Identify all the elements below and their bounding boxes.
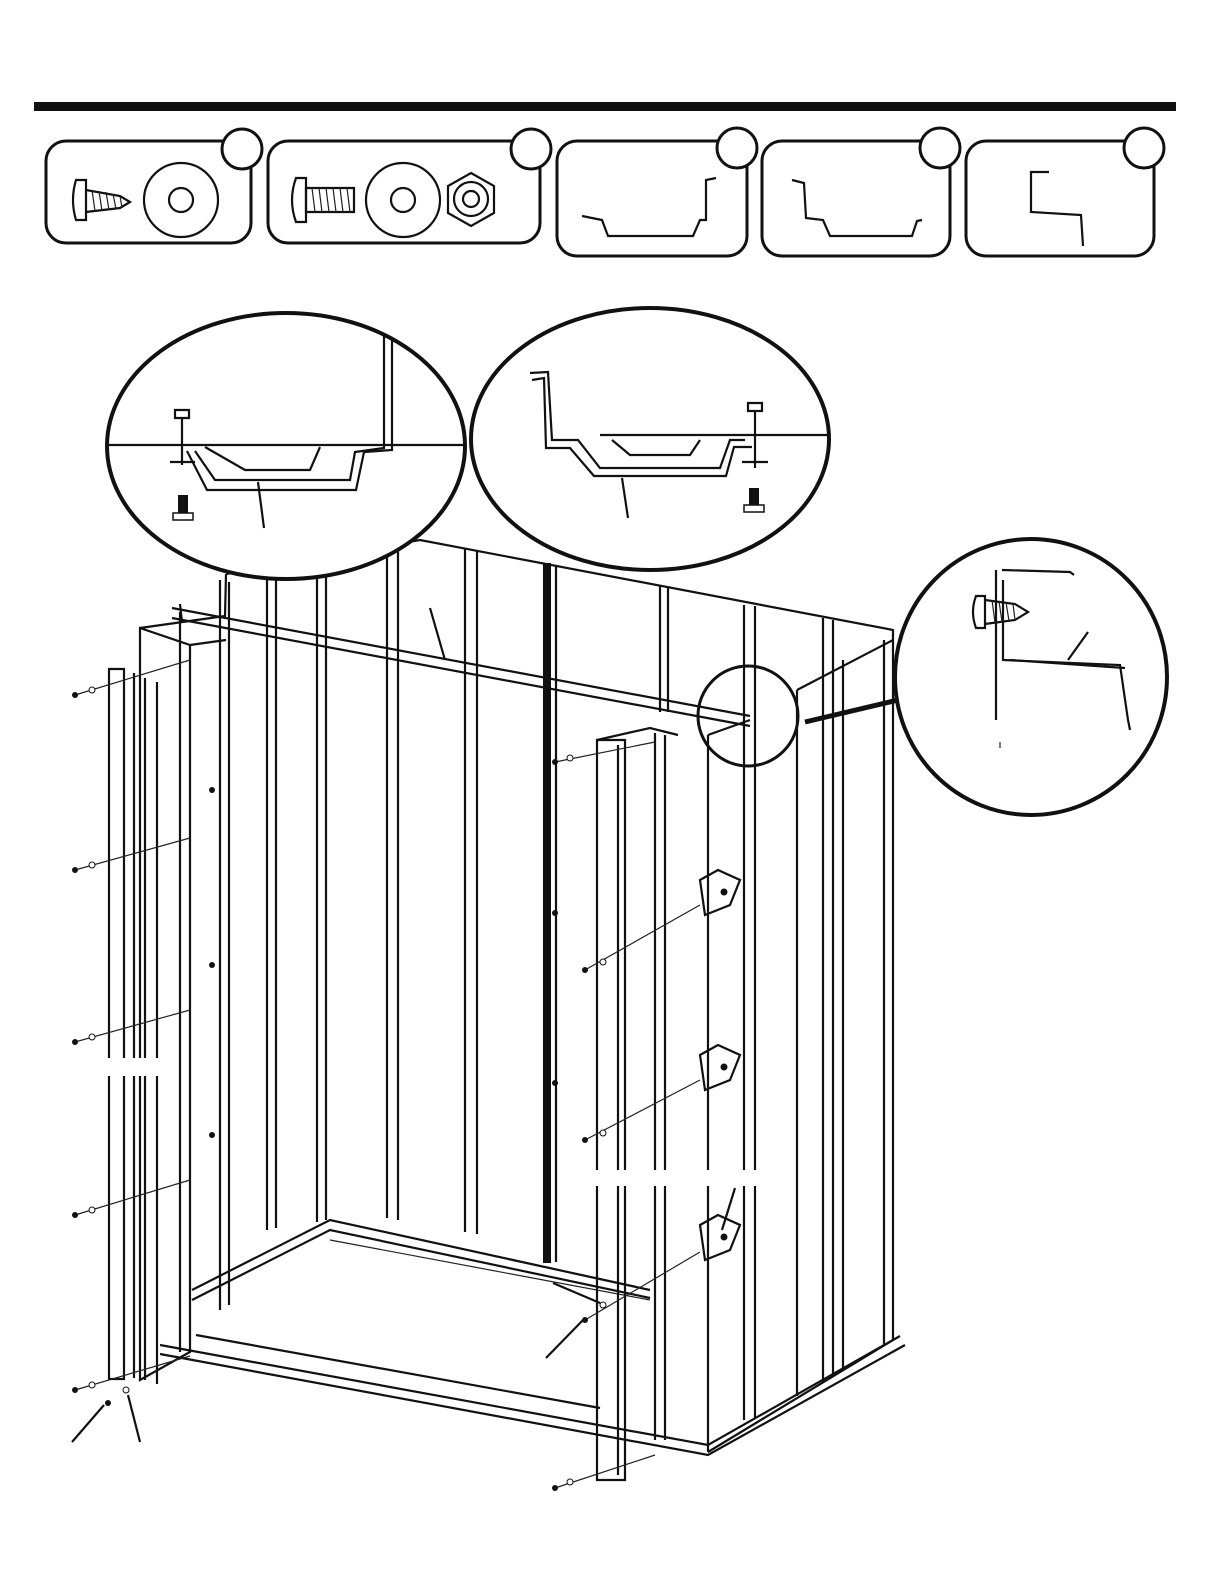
- floor-frame: [160, 1220, 905, 1455]
- callout-leaders: [72, 608, 735, 1442]
- right-door-post: [590, 728, 760, 1480]
- part-number-badge: [511, 129, 551, 169]
- channel-profile-icon: [792, 180, 922, 236]
- part-number-badge: [222, 129, 262, 169]
- top-cross-bar: [172, 604, 750, 726]
- part-box-bolt-washer-nut: [268, 129, 551, 243]
- shed-assembly-drawing: [72, 540, 905, 1491]
- part-box-bracket: [966, 128, 1164, 256]
- parts-strip: [46, 128, 1164, 256]
- flat-washer-icon: [366, 163, 440, 237]
- left-door-post: [104, 574, 229, 1384]
- channel-profile-icon: [582, 178, 716, 236]
- hex-nut-icon: [448, 173, 494, 226]
- z-bracket-profile-icon: [1031, 172, 1083, 246]
- header-rule: [34, 102, 1176, 111]
- part-number-badge: [920, 128, 960, 168]
- wall-bracket-tabs: [700, 870, 740, 1260]
- detail-right-channel: [471, 308, 830, 570]
- part-box-channel-b: [762, 128, 960, 256]
- machine-bolt-icon: [292, 178, 354, 222]
- flat-washer-icon: [144, 163, 218, 237]
- left-fasteners: [72, 660, 215, 1406]
- detail-left-channel: [100, 290, 470, 579]
- part-box-screw-washer: [46, 129, 262, 243]
- right-side-wall: [708, 605, 893, 1452]
- self-tapping-screw-icon: [73, 180, 130, 220]
- part-box-channel-a: [557, 128, 757, 256]
- part-number-badge: [717, 128, 757, 168]
- detail-corner-bracket: [895, 539, 1167, 815]
- part-number-badge: [1124, 128, 1164, 168]
- back-wall-ribs: [267, 546, 668, 1263]
